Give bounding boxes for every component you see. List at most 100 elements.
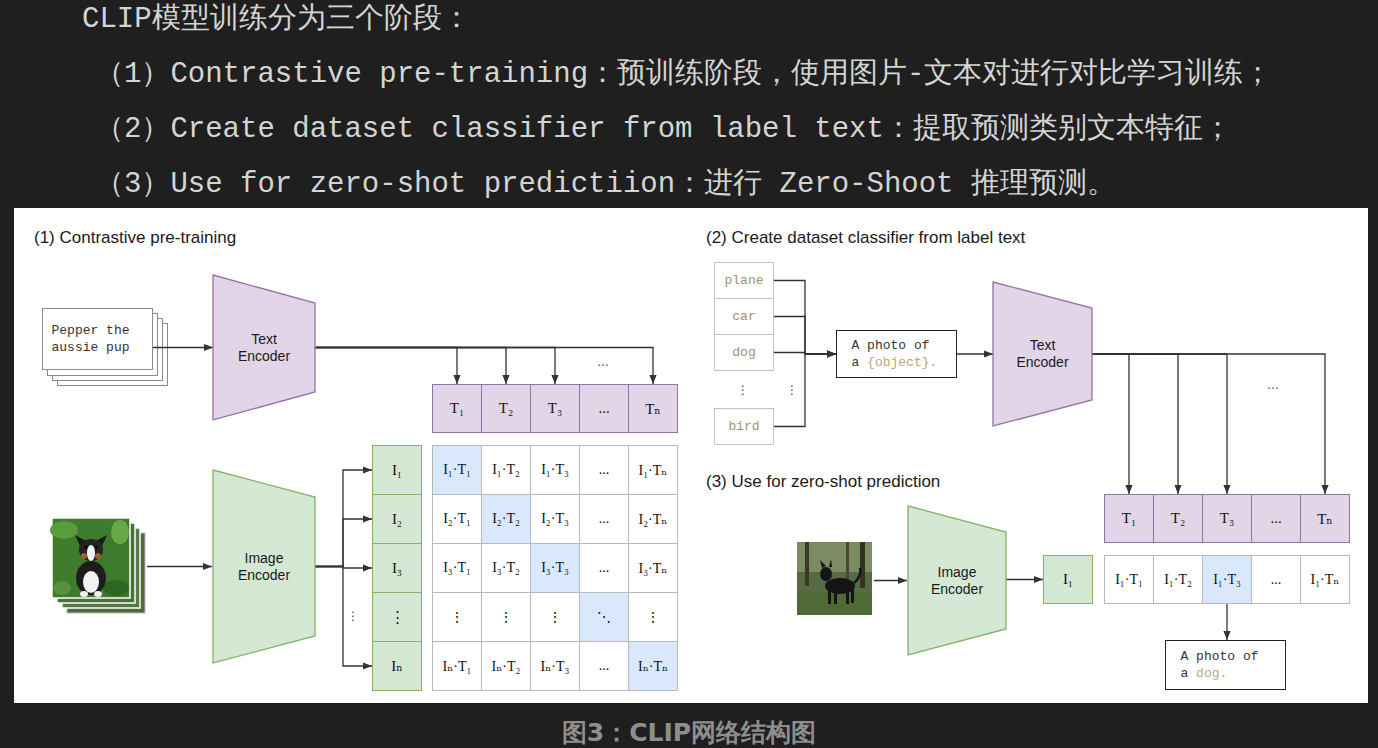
node-text: Image Encoder [925, 564, 989, 598]
text-card: Pepper the aussie pup [42, 308, 153, 370]
class-label-box: bird [714, 408, 774, 445]
similarity-cell: Iₙ·T₃ [530, 641, 580, 691]
node-text: dog [732, 345, 755, 360]
similarity-cell: I₃·T₂ [481, 543, 531, 593]
node-text: ... [1271, 572, 1282, 588]
node-text: I₁·T₃ [1213, 572, 1241, 588]
connector-arrow [315, 348, 555, 385]
text-embedding-cell: ... [579, 384, 629, 433]
node-text: T₂ [1171, 510, 1185, 527]
similarity-cell: I₂·T₃ [530, 494, 580, 544]
trapezoid-outline [213, 470, 315, 663]
node-text: Tₙ [1317, 510, 1333, 528]
node-text: I₃·T₁ [443, 560, 471, 576]
node-text: I₃·T₂ [492, 560, 520, 576]
ellipsis-mark: ... [1267, 378, 1278, 392]
prediction-box: A photo of adog. [1165, 640, 1286, 690]
text-wrap: A photo of adog. [1181, 648, 1271, 682]
node-text: ... [598, 400, 609, 417]
node-text: T₃ [1220, 510, 1234, 527]
class-label-box: car [714, 298, 774, 335]
panel-title: (1) Contrastive pre-training [34, 228, 236, 248]
text-embedding-cell: Tₙ [1300, 494, 1350, 543]
connector-arrow [315, 519, 372, 567]
node-text: I₂·T₂ [492, 511, 520, 527]
text-embedding-cell: T₃ [1202, 494, 1252, 543]
image-encoder: Image Encoder [213, 470, 315, 663]
similarity-cell: ⋱ [579, 592, 629, 642]
text-embedding-cell: ... [1251, 494, 1301, 543]
similarity-cell: I₃·T₃ [530, 543, 580, 593]
similarity-cell: Iₙ·Tₙ [628, 641, 678, 691]
trapezoid-outline [213, 275, 315, 420]
node-text: I₂·Tₙ [639, 511, 668, 528]
connector-arrow [315, 348, 457, 385]
similarity-cell: I₁·T₂ [1153, 555, 1203, 604]
node-text: T₂ [499, 400, 513, 417]
node-text: I₁·T₁ [1115, 572, 1143, 588]
node-text: ⋮ [499, 609, 513, 626]
similarity-cell: ... [579, 641, 629, 691]
similarity-cell: I₁·T₁ [432, 445, 482, 495]
connector-arrow [153, 347, 214, 348]
stage-description: （2）Create dataset classifier from label … [95, 113, 1232, 147]
heading-text: CLIP模型训练分为三个阶段： [82, 3, 471, 37]
image-embedding-cell: I₁ [372, 445, 422, 495]
input-arrow [874, 580, 907, 581]
similarity-cell: ... [579, 494, 629, 544]
class-label-box: plane [714, 262, 774, 299]
connector-arrow [774, 281, 836, 355]
connector-arrow [1226, 604, 1227, 640]
similarity-cell: I₁·Tₙ [1300, 555, 1350, 604]
node-text: I₁ [392, 462, 402, 479]
node-text: ⋮ [646, 609, 660, 626]
node-text: I₃ [392, 560, 402, 577]
node-text: I₂·T₁ [443, 511, 471, 527]
ellipsis-mark: ⋮ [347, 609, 359, 623]
image-embedding-cell: Iₙ [372, 641, 422, 691]
node-text: plane [724, 273, 763, 288]
connector-arrow [1092, 354, 1227, 494]
connector-arrow [1006, 579, 1043, 580]
node-text: I₁ [1063, 571, 1073, 588]
similarity-cell: ⋮ [628, 592, 678, 642]
node-text: ... [599, 511, 610, 527]
photo-stack [50, 518, 145, 613]
node-text: T₁ [1122, 510, 1136, 527]
image-embedding-cell: I₂ [372, 494, 422, 544]
ellipsis-mark: ⋮ [737, 383, 749, 397]
text-embedding-cell: Tₙ [628, 384, 678, 433]
connector-arrow [1092, 354, 1129, 494]
similarity-cell: I₁·T₁ [1104, 555, 1154, 604]
node-text: T₁ [450, 400, 464, 417]
similarity-cell: ⋮ [432, 592, 482, 642]
node-text: I₁·Tₙ [639, 462, 668, 479]
dog-photo [797, 542, 872, 615]
image-encoder: Image Encoder [908, 506, 1006, 655]
ellipsis-mark: ⋮ [786, 383, 798, 397]
node-text: I₁·T₃ [541, 462, 569, 478]
panel-title: (3) Use for zero-shot prediction [706, 472, 940, 492]
trapezoid-outline [993, 282, 1092, 426]
connector-arrow [774, 354, 836, 427]
connector-arrow [1092, 354, 1178, 494]
node-text: Image Encoder [232, 550, 296, 584]
connector-arrow [315, 348, 653, 385]
node-text: ... [599, 658, 610, 674]
image-embedding-cell: I₁ [1043, 555, 1093, 604]
trapezoid-outline [908, 506, 1006, 655]
image-embedding-cell: ⋮ [372, 592, 422, 642]
node-text: I₁·T₂ [492, 462, 520, 478]
similarity-cell: I₃·T₁ [432, 543, 482, 593]
stage-description: （1）Contrastive pre-training：预训练阶段，使用图片-文… [95, 58, 1272, 92]
prompt-box: A photo of a{object}. [836, 330, 957, 378]
connector-arrow [957, 353, 993, 354]
node-text: Iₙ [391, 657, 402, 675]
node-text: Iₙ·T₁ [443, 658, 472, 675]
similarity-cell: I₁·Tₙ [628, 445, 678, 495]
node-text: I₃·Tₙ [639, 560, 668, 577]
text-encoder: Text Encoder [993, 282, 1092, 426]
node-text: dog. [1196, 666, 1227, 681]
